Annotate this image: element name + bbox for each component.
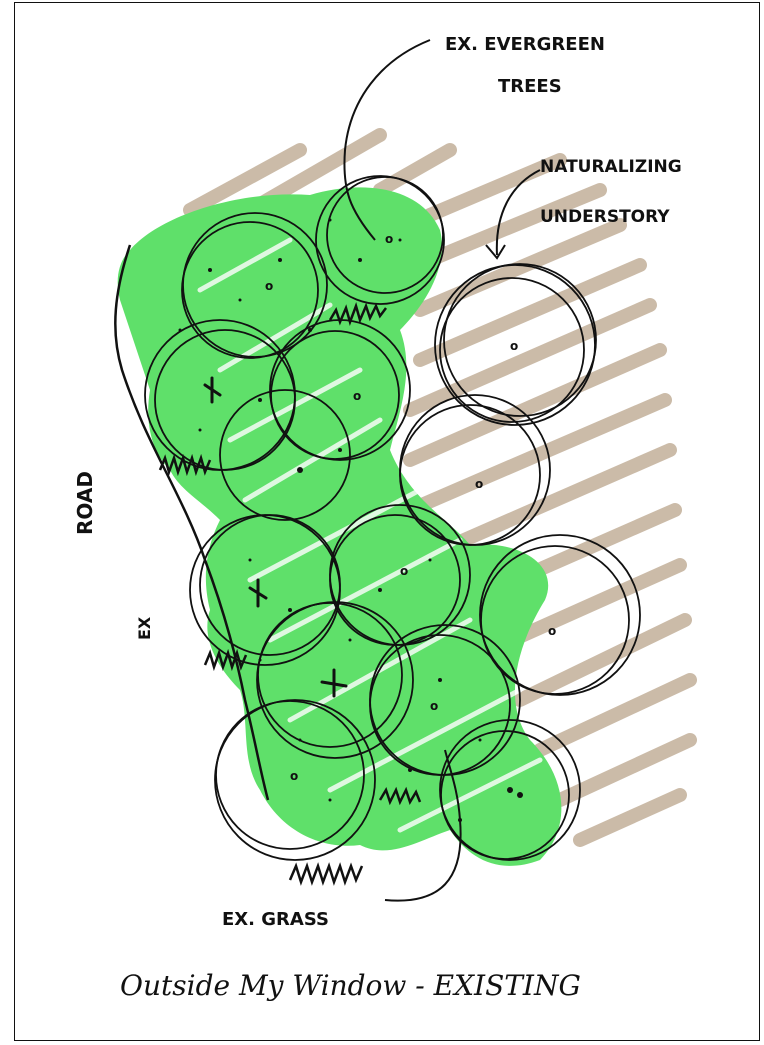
label-trees: EX. EVERGREEN TREES xyxy=(445,34,605,97)
svg-text:o: o xyxy=(400,564,408,578)
svg-text:o: o xyxy=(290,769,298,783)
svg-text:o: o xyxy=(265,279,273,293)
svg-text:UNDERSTORY: UNDERSTORY xyxy=(540,207,670,227)
svg-text:o: o xyxy=(475,477,483,491)
svg-text:TREES: TREES xyxy=(498,76,562,97)
svg-text:o: o xyxy=(430,699,438,713)
label-road: ROAD xyxy=(73,471,97,535)
label-ex: EX xyxy=(135,616,154,640)
svg-text:o: o xyxy=(353,389,361,403)
svg-text:o: o xyxy=(548,624,556,638)
svg-text:EX. EVERGREEN: EX. EVERGREEN xyxy=(445,34,605,55)
svg-text:NATURALIZING: NATURALIZING xyxy=(540,157,682,177)
sketch-caption: Outside My Window - EXISTING xyxy=(120,969,581,1002)
label-understory: NATURALIZING UNDERSTORY xyxy=(540,157,682,227)
svg-text:o: o xyxy=(510,339,518,353)
svg-text:o: o xyxy=(385,232,393,246)
label-grass: EX. GRASS xyxy=(222,909,329,930)
